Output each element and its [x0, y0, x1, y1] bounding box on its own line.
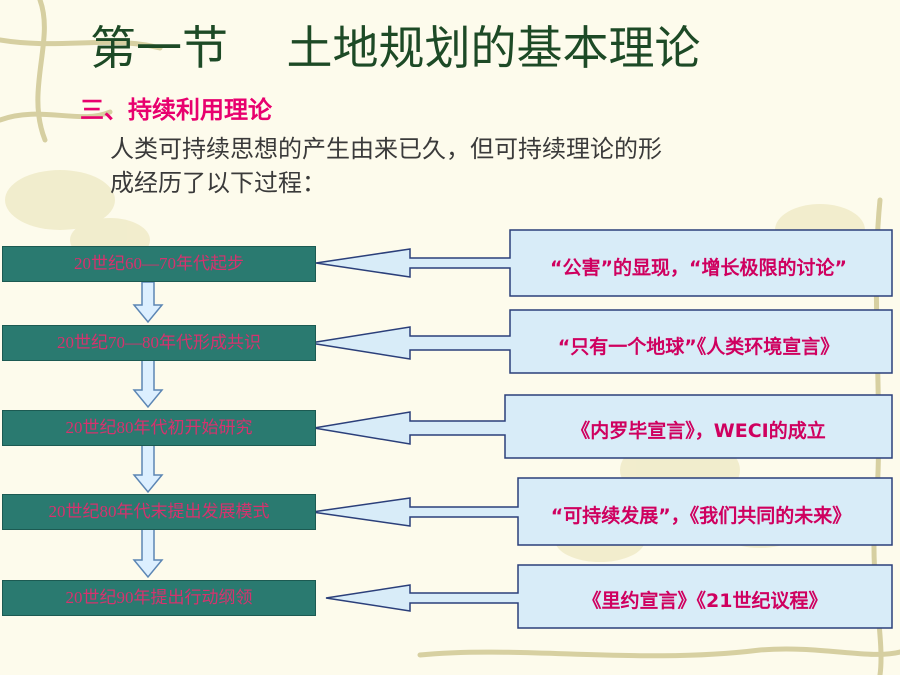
intro-line: 成经历了以下过程： — [110, 169, 326, 197]
intro-paragraph: 人类可持续思想的产生由来已久，但可持续理论的形 成经历了以下过程： — [110, 132, 830, 200]
down-arrow — [132, 526, 164, 579]
stage-box: 20世纪70—80年代形成共识 — [2, 325, 316, 361]
page-title: 第一节 土地规划的基本理论 — [90, 21, 701, 75]
stage-box: 20世纪90年提出行动纲领 — [2, 580, 316, 616]
event-callout — [315, 229, 893, 297]
event-label: “可持续发展”，《我们共同的未来》 — [550, 505, 852, 527]
event-callout — [309, 309, 893, 374]
event-label: “只有一个地球”《人类环境宣言》 — [557, 336, 840, 358]
event-label: “公害”的显现，“增长极限的讨论” — [550, 257, 847, 279]
down-arrow — [132, 281, 164, 324]
intro-line: 人类可持续思想的产生由来已久，但可持续理论的形 — [110, 135, 662, 163]
event-callout — [313, 394, 893, 459]
event-callout — [311, 477, 893, 546]
event-callout — [325, 564, 893, 629]
down-arrow — [132, 359, 164, 409]
stage-box: 20世纪80年代末提出发展模式 — [2, 494, 316, 530]
stage-box: 20世纪80年代初开始研究 — [2, 410, 316, 446]
section-subtitle: 三、持续利用理论 — [80, 96, 272, 124]
down-arrow — [132, 442, 164, 494]
event-label: 《里约宣言》《21世纪议程》 — [582, 590, 828, 612]
event-label: 《内罗毕宣言》，WECI的成立 — [571, 420, 826, 442]
stage-box: 20世纪60—70年代起步 — [2, 246, 316, 282]
